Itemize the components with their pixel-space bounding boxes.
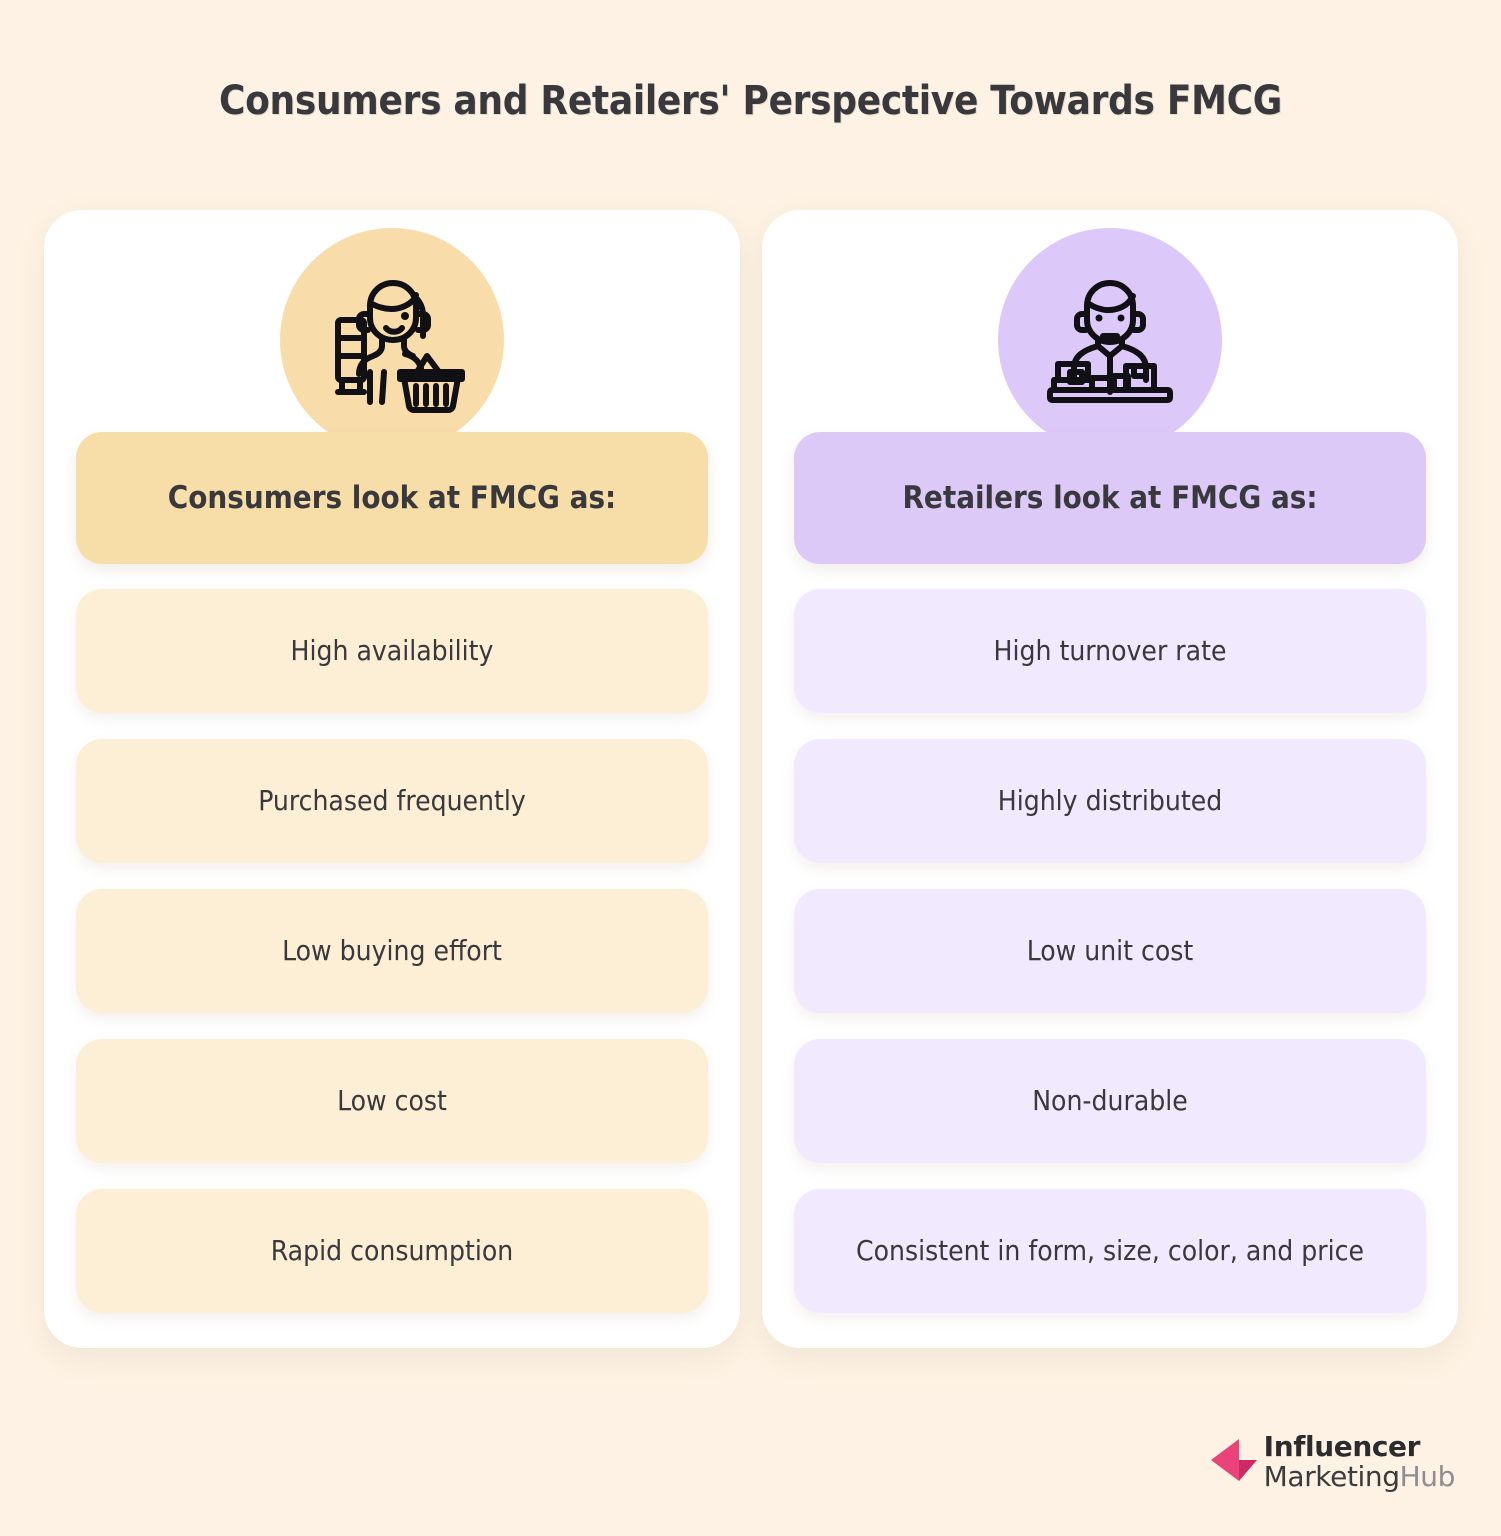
consumers-card: Consumers look at FMCG as: High availabi… <box>44 210 740 1348</box>
list-item[interactable]: High turnover rate <box>794 589 1426 713</box>
logo-word-hub: Hub <box>1399 1460 1456 1493</box>
consumers-header-pill: Consumers look at FMCG as: <box>76 432 708 564</box>
influencer-marketing-hub-logo[interactable]: Influencer MarketingHub <box>1209 1432 1455 1492</box>
retailers-card: Retailers look at FMCG as: High turnover… <box>762 210 1458 1348</box>
comparison-columns: Consumers look at FMCG as: High availabi… <box>44 210 1458 1348</box>
retailers-pill-stack: Retailers look at FMCG as: High turnover… <box>794 432 1426 1313</box>
logo-text: Influencer MarketingHub <box>1263 1430 1456 1493</box>
list-item[interactable]: High availability <box>76 589 708 713</box>
consumers-pill-stack: Consumers look at FMCG as: High availabi… <box>76 432 708 1313</box>
retailers-header-pill: Retailers look at FMCG as: <box>794 432 1426 564</box>
page-title: Consumers and Retailers' Perspective Tow… <box>219 78 1282 124</box>
list-item[interactable]: Purchased frequently <box>76 739 708 863</box>
logo-line-influencer: Influencer <box>1263 1430 1421 1463</box>
retailer-at-counter-with-boxes-icon <box>998 228 1222 452</box>
list-item[interactable]: Low cost <box>76 1039 708 1163</box>
list-item[interactable]: Low buying effort <box>76 889 708 1013</box>
list-item[interactable]: Low unit cost <box>794 889 1426 1013</box>
list-item[interactable]: Non-durable <box>794 1039 1426 1163</box>
list-item[interactable]: Rapid consumption <box>76 1189 708 1313</box>
list-item[interactable]: Highly distributed <box>794 739 1426 863</box>
influencer-marketing-hub-arrow-icon <box>1210 1439 1257 1481</box>
logo-word-marketing: Marketing <box>1263 1460 1400 1493</box>
list-item[interactable]: Consistent in form, size, color, and pri… <box>794 1189 1426 1313</box>
logo-line-marketinghub: MarketingHub <box>1263 1460 1456 1493</box>
female-shopper-with-basket-icon <box>280 228 504 452</box>
